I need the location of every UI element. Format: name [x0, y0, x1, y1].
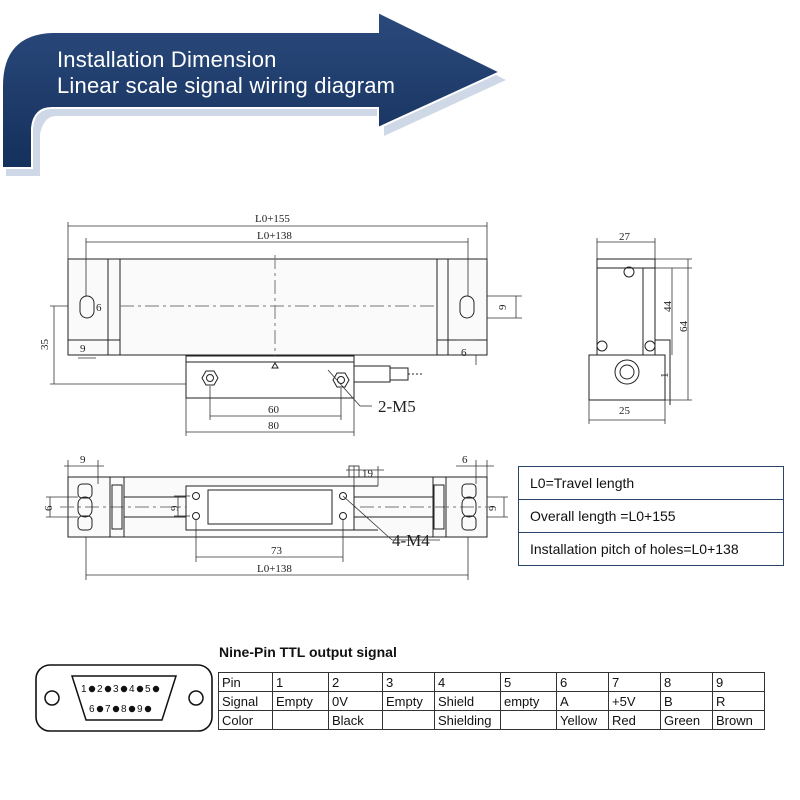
dim-overall-length: L0+155: [255, 213, 290, 225]
table-cell: 2: [328, 672, 383, 692]
front-reader-screw-left: [201, 370, 219, 386]
dim-screws-2m5: 2-M5: [378, 397, 416, 416]
table-row: Pin 1 2 3 4 5 6 7 8 9: [218, 672, 765, 692]
side-cable-port: [614, 359, 640, 385]
front-mount-hole-left: [79, 295, 95, 319]
side-view-body: [588, 258, 671, 405]
side-screw-right: [644, 340, 656, 352]
pin-table: Pin 1 2 3 4 5 6 7 8 9 Signal Empty 0V Em…: [218, 672, 765, 730]
dim-hole-width: 6: [96, 302, 102, 314]
dim-top-center-9: 9: [169, 505, 181, 511]
table-cell: Green: [660, 710, 713, 730]
table-cell: Shield: [434, 691, 501, 711]
table-cell: empty: [500, 691, 557, 711]
db9-pin-label: 5: [145, 684, 151, 695]
side-screw-left: [596, 340, 608, 352]
db9-pin-label: 8: [121, 704, 127, 715]
dim-screws-4m4: 4-M4: [392, 531, 430, 550]
table-cell: 7: [608, 672, 661, 692]
dim-reader-80: 80: [268, 420, 280, 432]
banner-subtitle: Linear scale signal wiring diagram: [57, 73, 396, 98]
table-cell: A: [556, 691, 609, 711]
dim-top-pitch: L0+138: [257, 563, 292, 575]
dim-top-right-6: 6: [462, 454, 468, 466]
front-reader-head: [185, 355, 422, 399]
dim-top-left-6: 6: [43, 505, 55, 511]
table-cell: [382, 710, 435, 730]
dim-reader-60: 60: [268, 404, 280, 416]
table-cell: Signal: [218, 691, 273, 711]
dim-top-right-9: 9: [487, 505, 499, 511]
table-cell: 8: [660, 672, 713, 692]
db9-pin-label: 2: [97, 684, 103, 695]
dim-side-44: 44: [662, 301, 674, 313]
dim-height-35: 35: [39, 339, 51, 351]
dim-side-25: 25: [619, 405, 631, 417]
table-row: Color Black Shielding Yellow Red Green B…: [218, 710, 765, 730]
top-mount-holes: [77, 483, 477, 531]
dim-side-1: 1: [659, 373, 671, 379]
dim-top-19: 19: [348, 465, 374, 480]
table-cell: 3: [382, 672, 435, 692]
info-overall-length: Overall length =L0+155: [519, 500, 783, 533]
db9-pin-label: 3: [113, 684, 119, 695]
dim-top-73: 73: [271, 545, 283, 557]
db9-pin-label: 4: [129, 684, 135, 695]
db9-pin-label: 9: [137, 704, 143, 715]
table-cell: 5: [500, 672, 557, 692]
db9-pin-dots: [88, 685, 160, 713]
table-cell: Pin: [218, 672, 273, 692]
dim-top-left-9: 9: [80, 454, 86, 466]
table-cell: Red: [608, 710, 661, 730]
table-cell: R: [712, 691, 765, 711]
top-reader-head: [185, 485, 378, 531]
info-travel-length: L0=Travel length: [519, 467, 783, 500]
table-cell: Empty: [272, 691, 329, 711]
connector-title: Nine-Pin TTL output signal: [219, 644, 397, 660]
db9-pin-label: 6: [89, 704, 95, 715]
front-view-body: [67, 255, 488, 360]
table-cell: 0V: [328, 691, 383, 711]
dim-side-27: 27: [619, 231, 631, 243]
table-cell: [272, 710, 329, 730]
title-banner-arrow: [1, 10, 506, 176]
front-reader-screw-right: [332, 372, 350, 388]
table-cell: 6: [556, 672, 609, 692]
side-screw-top: [623, 266, 635, 278]
table-cell: Color: [218, 710, 273, 730]
table-cell: Black: [328, 710, 383, 730]
dim-right-hole: 9: [497, 304, 509, 310]
dim-right-low: 6: [461, 347, 467, 359]
dim-side-64: 64: [678, 321, 690, 333]
info-box: L0=Travel length Overall length =L0+155 …: [518, 466, 784, 566]
table-cell: 9: [712, 672, 765, 692]
db9-pin-label: 1: [81, 684, 87, 695]
table-cell: 1: [272, 672, 329, 692]
table-cell: Shielding: [434, 710, 501, 730]
table-cell: +5V: [608, 691, 661, 711]
table-cell: [500, 710, 557, 730]
info-hole-pitch: Installation pitch of holes=L0+138: [530, 541, 739, 557]
table-cell: Brown: [712, 710, 765, 730]
table-cell: 4: [434, 672, 501, 692]
svg-text:19: 19: [362, 468, 374, 480]
dim-hole-pitch: L0+138: [257, 230, 292, 242]
db9-pin-label: 7: [105, 704, 111, 715]
table-cell: Empty: [382, 691, 435, 711]
banner-title: Installation Dimension: [57, 47, 277, 72]
db9-connector-icon: [35, 664, 213, 732]
table-cell: Yellow: [556, 710, 609, 730]
front-mount-hole-right: [459, 295, 475, 319]
table-cell: B: [660, 691, 713, 711]
dim-left-hole: 9: [80, 343, 86, 355]
table-row: Signal Empty 0V Empty Shield empty A +5V…: [218, 691, 765, 711]
